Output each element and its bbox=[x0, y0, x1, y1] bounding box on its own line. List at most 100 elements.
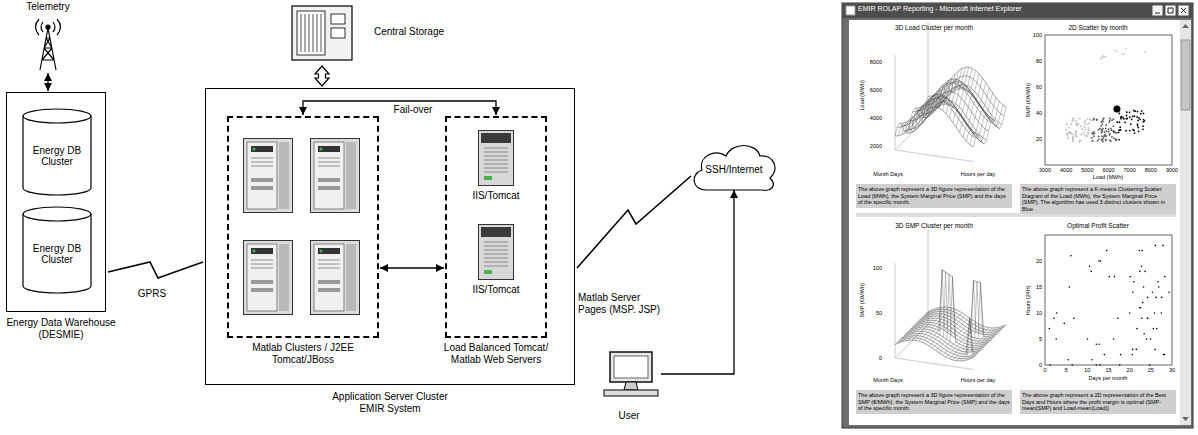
tick-label: 15 bbox=[1099, 367, 1119, 374]
mesh-line bbox=[956, 88, 989, 128]
tick-label: 40 bbox=[1020, 110, 1042, 117]
scatter-dot bbox=[1147, 317, 1149, 319]
scatter-dot bbox=[1115, 139, 1117, 141]
node-label: SSH/Internet bbox=[690, 164, 778, 176]
scatter-dot bbox=[1096, 119, 1098, 121]
arrow-line bbox=[661, 190, 734, 374]
scatter-dot bbox=[1101, 139, 1103, 141]
scatter-dot bbox=[1142, 121, 1144, 123]
tick-label: 50 bbox=[862, 310, 882, 317]
scatter-dot bbox=[1080, 134, 1082, 136]
scatter-dot bbox=[1131, 119, 1133, 121]
scatter-dot bbox=[1113, 118, 1115, 120]
centroid-dot bbox=[1113, 106, 1120, 113]
scatter-dot bbox=[1076, 135, 1078, 137]
scatter-dot bbox=[1162, 245, 1164, 247]
storage-icon bbox=[292, 6, 352, 60]
user-node: User bbox=[598, 348, 660, 426]
scatter-dot bbox=[1118, 132, 1120, 134]
tick-label: 6000 bbox=[862, 87, 882, 94]
scatter-dot bbox=[1076, 124, 1078, 126]
scatter-dot bbox=[1079, 140, 1081, 142]
scatter-dot bbox=[1144, 51, 1146, 53]
scatter-dot bbox=[1108, 134, 1110, 136]
scatter-dot bbox=[1053, 317, 1055, 319]
scatter-dot bbox=[1105, 128, 1107, 130]
scatter-dot bbox=[1063, 323, 1065, 325]
scatter-dot bbox=[1079, 141, 1081, 143]
mesh-line bbox=[895, 340, 973, 361]
scatter-dot bbox=[1091, 359, 1093, 361]
cloud-node: SSH/Internet bbox=[686, 136, 782, 194]
scatter-dot bbox=[1161, 297, 1163, 299]
tick-label: 10 bbox=[1077, 367, 1097, 374]
scatter-dot bbox=[1079, 118, 1081, 120]
scatter-dot bbox=[1126, 118, 1128, 120]
scatter-dot bbox=[1114, 132, 1116, 134]
scatter-dot bbox=[1089, 265, 1091, 267]
tick-label: 4000 bbox=[1056, 167, 1076, 174]
connector-label: Matlab Server Pages (MSP. JSP) bbox=[578, 292, 668, 315]
scatter-dot bbox=[1106, 130, 1108, 132]
scatter-dot bbox=[1108, 121, 1110, 123]
axis-label: SMP (€/MWh) bbox=[1025, 70, 1032, 130]
axis-label: Load (MWh) bbox=[859, 65, 866, 125]
scatter-dot bbox=[1075, 135, 1077, 137]
chart-caption: The above graph represent a K-means Clus… bbox=[1020, 184, 1176, 214]
scatter-dot bbox=[1069, 286, 1071, 288]
scatter-dot bbox=[1150, 338, 1152, 340]
scatter-dot bbox=[1125, 48, 1127, 50]
scatter-dot bbox=[1154, 349, 1156, 351]
scatter-dot bbox=[1157, 281, 1159, 283]
node-label: Energy DB Cluster bbox=[26, 145, 88, 168]
scatter-dot bbox=[1113, 130, 1115, 132]
scatter-dot bbox=[1124, 121, 1126, 123]
scatter-dot bbox=[1079, 141, 1081, 143]
mesh-line bbox=[915, 82, 948, 122]
scatter-dot bbox=[1118, 139, 1120, 141]
scatter-dot bbox=[1137, 120, 1139, 122]
scatter-dot bbox=[1147, 317, 1149, 319]
scatter-dot bbox=[1168, 291, 1170, 293]
tick-label: 30 bbox=[1162, 367, 1182, 374]
scatter-dot bbox=[1102, 128, 1104, 130]
scatter-dot bbox=[1163, 354, 1165, 356]
tick-label: 0 bbox=[1035, 367, 1055, 374]
scatter-dot bbox=[1139, 118, 1141, 120]
scatter-dot bbox=[1141, 110, 1143, 112]
scatter-dot bbox=[1087, 132, 1089, 134]
scatter-dot bbox=[1117, 317, 1119, 319]
scatter-dot bbox=[1096, 343, 1098, 345]
connector bbox=[661, 190, 734, 374]
scatter-dot bbox=[1119, 126, 1121, 128]
warehouse-box: Energy Data Warehouse (DESMIE)Energy DB … bbox=[0, 92, 122, 352]
scatter-dot bbox=[1105, 124, 1107, 126]
connector bbox=[577, 176, 691, 268]
tick-label: 5 bbox=[1056, 367, 1076, 374]
node-label: Telemetry bbox=[18, 1, 78, 13]
scatter-dot bbox=[1098, 343, 1100, 345]
arrow-line bbox=[380, 267, 444, 268]
scatter-dot bbox=[1129, 276, 1131, 278]
node-label: Central Storage bbox=[374, 26, 472, 38]
scatter-dot bbox=[1105, 139, 1107, 141]
scatter-dot bbox=[1084, 134, 1086, 136]
scatter-dot bbox=[1137, 125, 1139, 127]
scatter-dot bbox=[1072, 118, 1074, 120]
wireless-link bbox=[577, 176, 691, 268]
scatter-dot bbox=[1085, 128, 1087, 130]
mesh-line bbox=[953, 83, 986, 123]
scatter-dot bbox=[1102, 123, 1104, 125]
node-label: Energy DB Cluster bbox=[26, 243, 88, 266]
tick-label: 100 bbox=[862, 265, 882, 272]
tick-label: 4000 bbox=[862, 115, 882, 122]
scatter-dot bbox=[1134, 115, 1136, 117]
plot-axes bbox=[895, 22, 973, 162]
scatter-dot bbox=[1080, 125, 1082, 127]
mesh-line bbox=[909, 89, 942, 129]
scatter-dot bbox=[1101, 132, 1103, 134]
tick-label: 60 bbox=[1020, 84, 1042, 91]
scatter-dot bbox=[1106, 250, 1108, 252]
hollow-double-arrow bbox=[315, 66, 329, 86]
